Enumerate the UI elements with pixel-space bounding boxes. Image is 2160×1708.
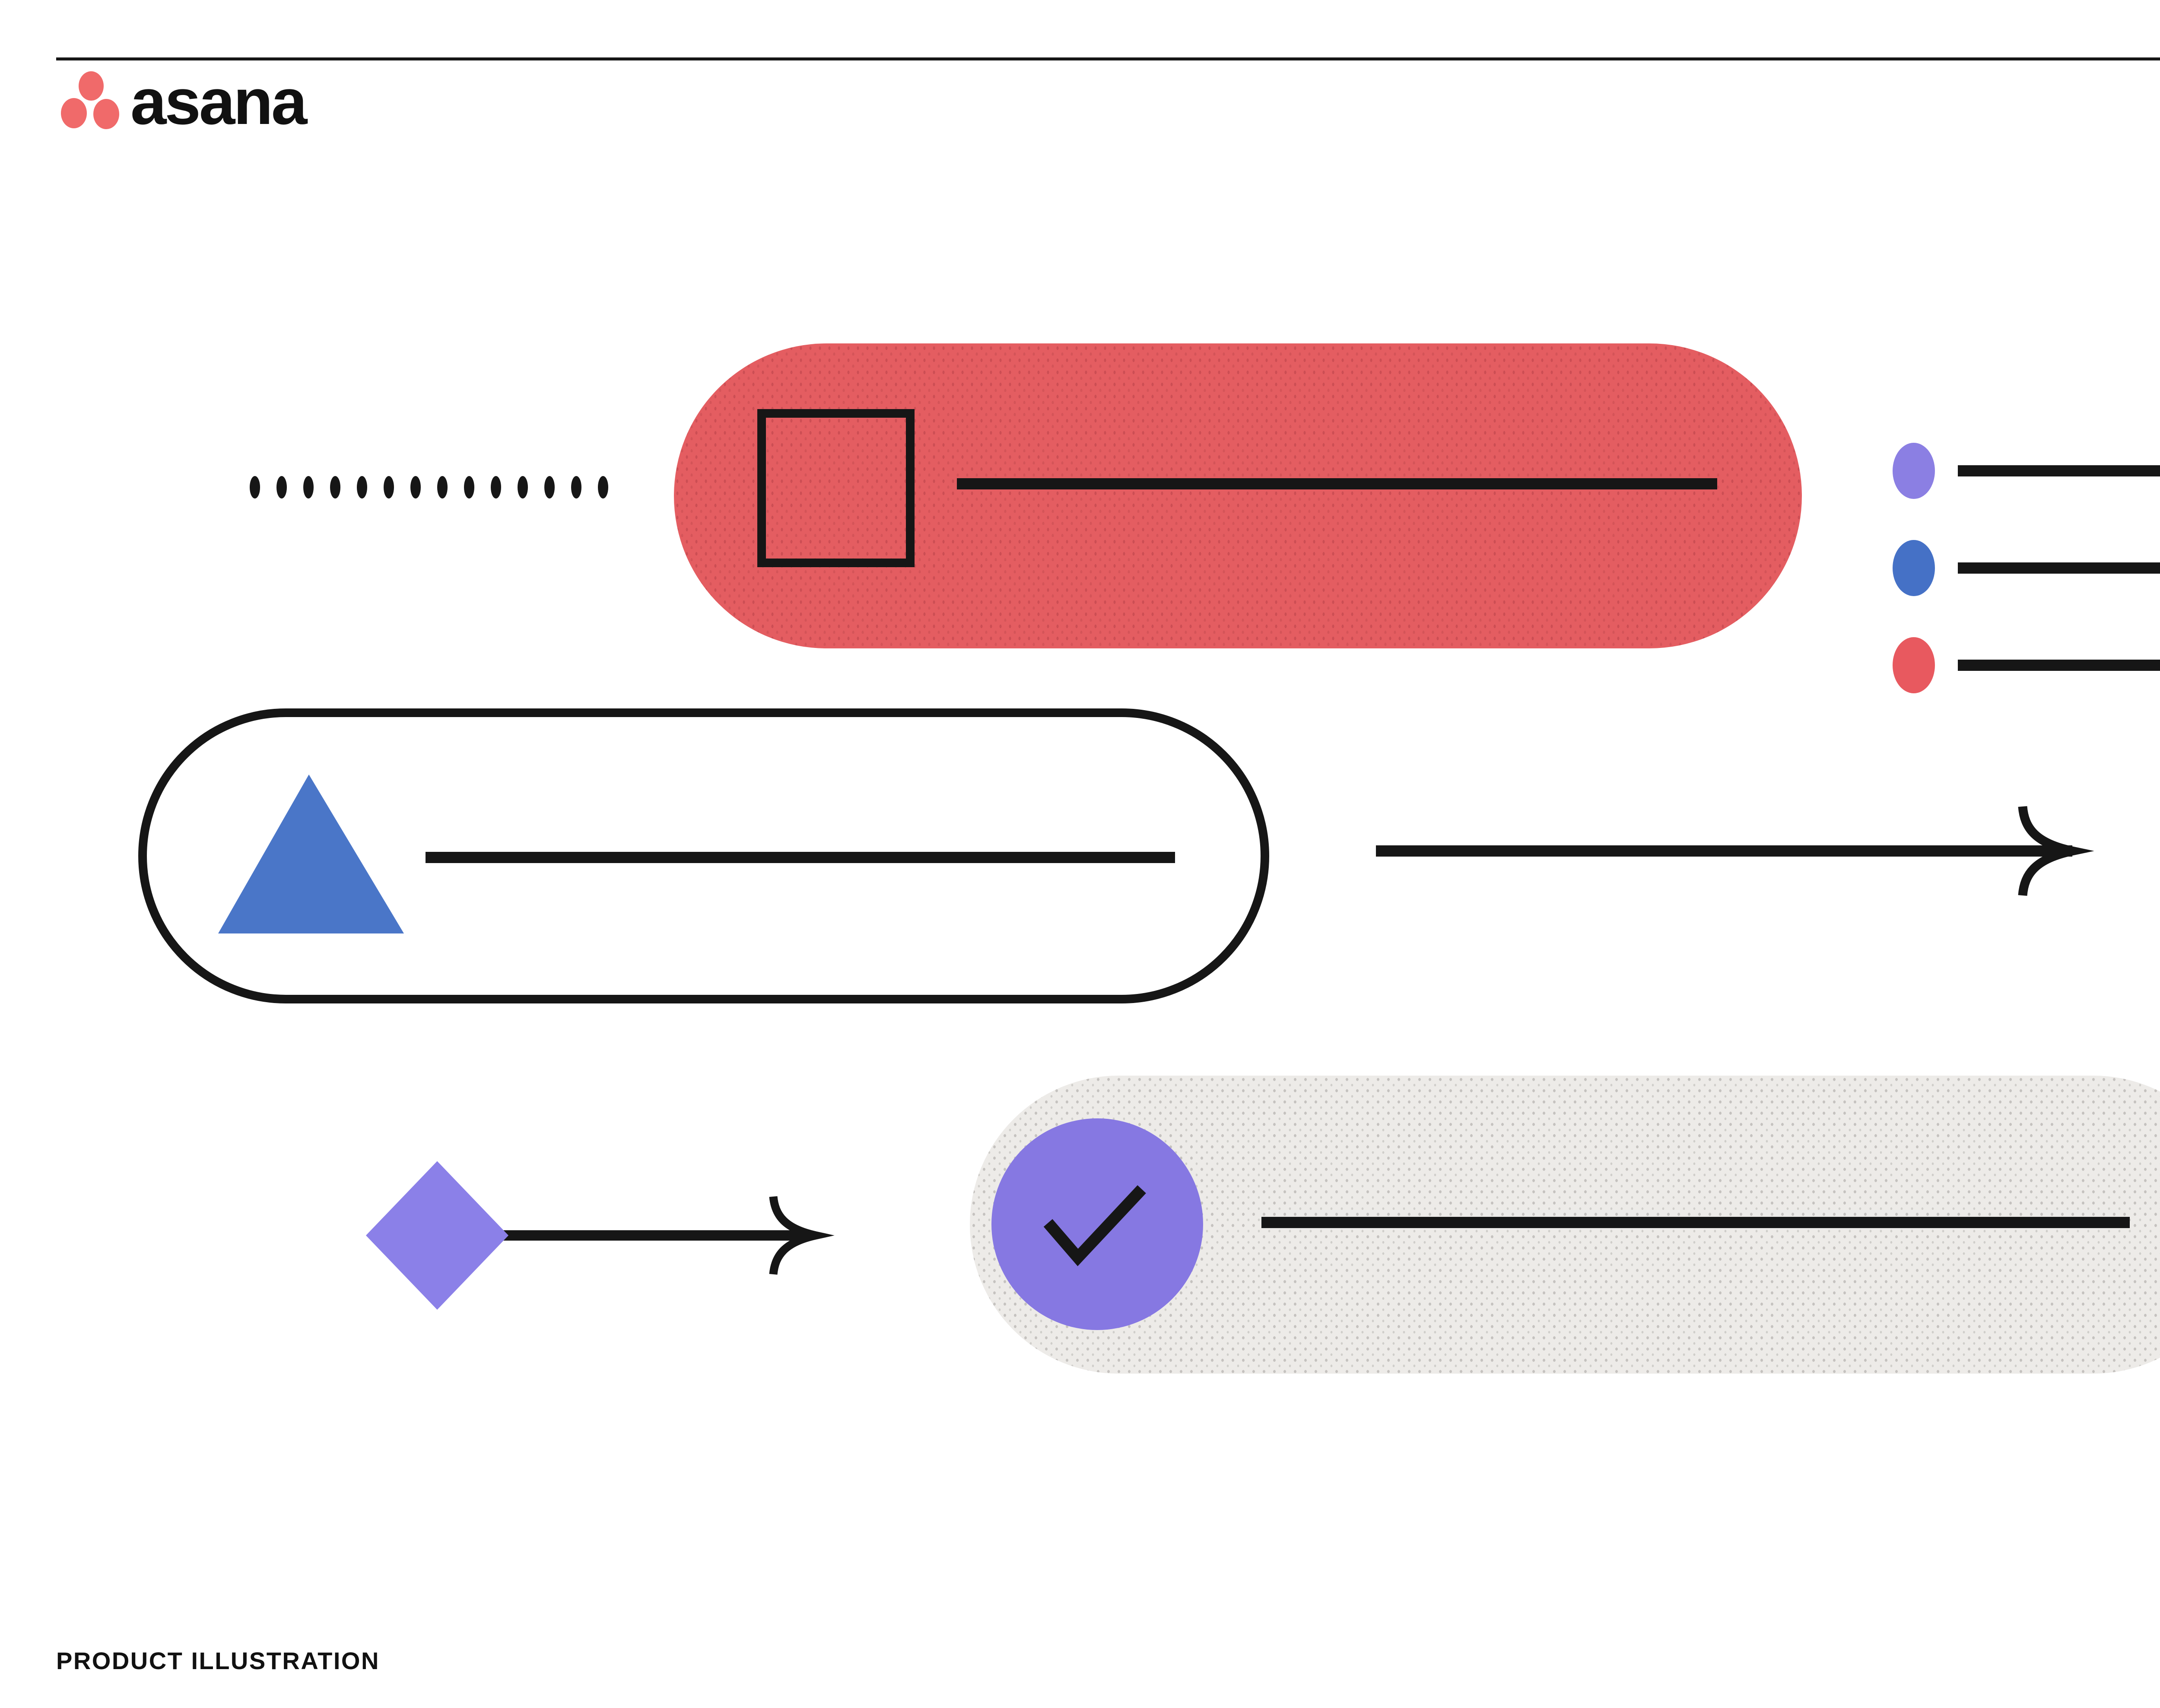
dotted-line-dot: [357, 476, 367, 498]
dotted-line-dot: [384, 476, 394, 498]
triangle-shape: [218, 775, 404, 933]
task-text-line: [1261, 1217, 2130, 1228]
legend-text-line: [1958, 465, 2160, 476]
asana-three-dots-icon: [61, 71, 119, 129]
dotted-line-dot: [464, 476, 474, 498]
arrow-head: [2018, 806, 2094, 896]
milestone-with-arrow: [366, 1161, 835, 1310]
asana-logo: asana: [56, 65, 307, 138]
arrow-shaft: [1376, 845, 2072, 857]
logo-dot-top: [79, 71, 104, 101]
asana-logo-text: asana: [130, 65, 307, 138]
dotted-line-dot: [276, 476, 287, 498]
dotted-line-dot: [491, 476, 501, 498]
dotted-connector-line: [250, 476, 608, 498]
legend-text-line: [1958, 562, 2160, 574]
diamond-icon: [366, 1161, 508, 1310]
completed-check-circle: [991, 1118, 1203, 1330]
logo-dot-right: [93, 99, 119, 129]
dotted-line-dot: [250, 476, 260, 498]
arrow-head: [769, 1196, 835, 1275]
legend-dot-blue: [1893, 540, 1935, 596]
task-card-red: [674, 343, 1802, 648]
checkbox-square-icon: [757, 409, 915, 567]
legend-text-line: [1958, 660, 2160, 671]
dotted-line-dot: [544, 476, 555, 498]
caption-product-illustration: PRODUCT ILLUSTRATION: [56, 1647, 380, 1674]
arrow-right-icon: [1376, 806, 2094, 896]
dotted-line-dot: [437, 476, 448, 498]
dotted-line-dot: [571, 476, 581, 498]
dotted-line-dot: [598, 476, 608, 498]
top-divider: [56, 57, 2160, 60]
triangle-icon: [218, 775, 404, 933]
legend-dot-purple: [1893, 443, 1935, 499]
task-text-line: [957, 478, 1717, 489]
task-text-line: [426, 852, 1175, 863]
dotted-line-dot: [518, 476, 528, 498]
dotted-line-dot: [303, 476, 314, 498]
legend-dot-red: [1893, 637, 1935, 693]
dotted-line-dot: [410, 476, 421, 498]
checkmark-stroke: [1043, 1185, 1146, 1267]
checkmark-icon: [1043, 1185, 1146, 1267]
logo-dot-left: [61, 98, 87, 128]
dotted-line-dot: [330, 476, 340, 498]
